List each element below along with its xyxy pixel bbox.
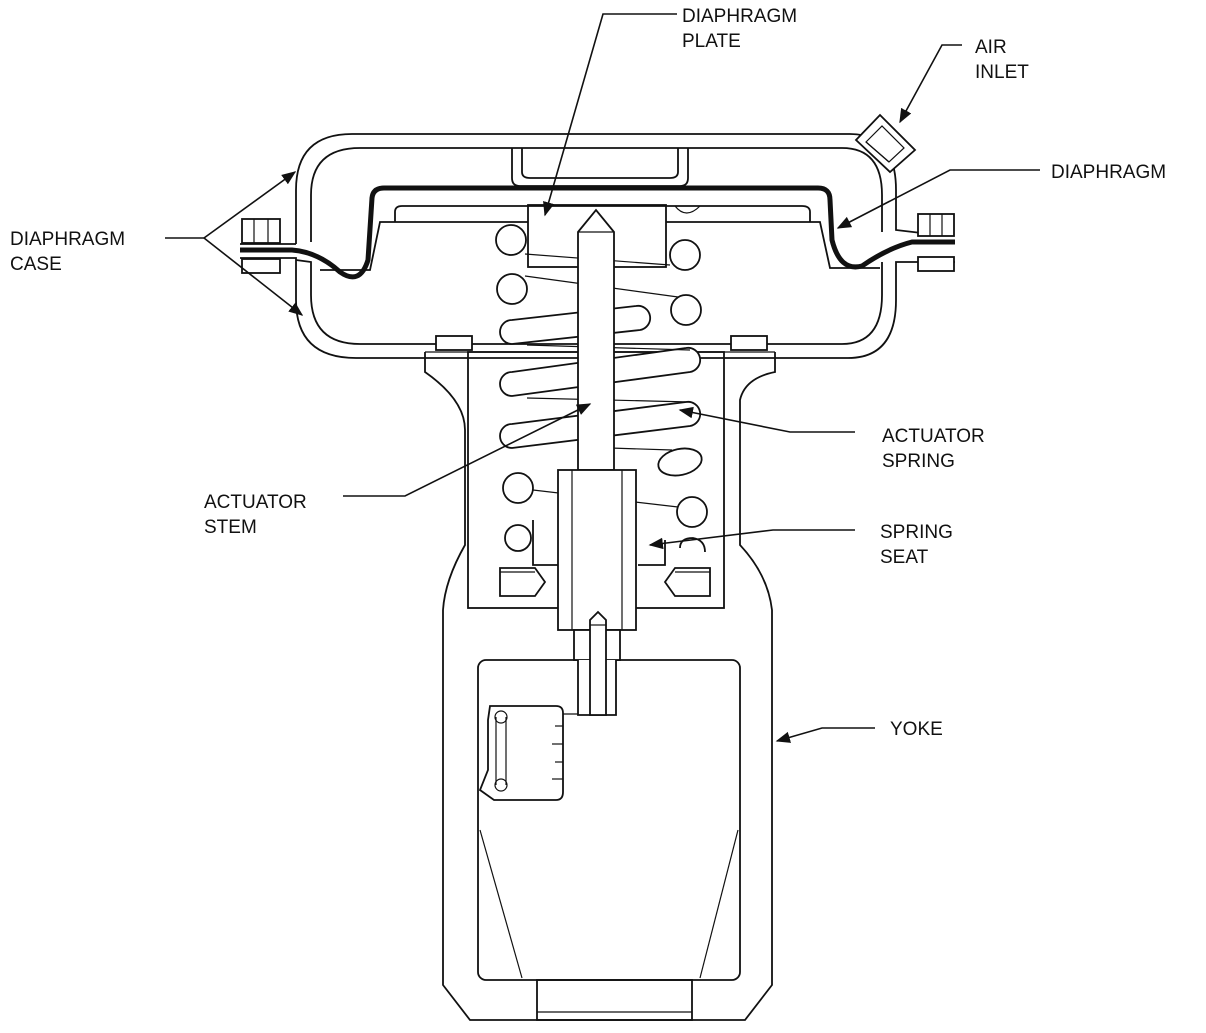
diaphragm-case	[240, 133, 955, 359]
label-actuator-stem-1: ACTUATOR	[204, 492, 307, 513]
label-diaphragm-plate-1: DIAPHRAGM	[682, 6, 797, 27]
label-air-inlet-1: AIR	[975, 37, 1007, 58]
air-inlet-fitting	[854, 113, 917, 174]
label-diaphragm-case-1: DIAPHRAGM	[10, 229, 125, 250]
label-actuator-spring-2: SPRING	[882, 451, 955, 472]
label-actuator-spring-1: ACTUATOR	[882, 426, 985, 447]
label-spring-seat-1: SPRING	[880, 522, 953, 543]
leader-lines	[165, 13, 1040, 743]
diaphragm	[240, 185, 955, 280]
label-diaphragm: DIAPHRAGM	[1051, 162, 1166, 183]
label-air-inlet-2: INLET	[975, 62, 1029, 83]
label-diaphragm-plate-2: PLATE	[682, 31, 741, 52]
spring-seat	[499, 520, 711, 597]
label-yoke: YOKE	[890, 719, 943, 740]
labels: DIAPHRAGM PLATE AIR INLET DIAPHRAGM DIAP…	[10, 6, 1166, 740]
label-diaphragm-case-2: CASE	[10, 254, 62, 275]
label-actuator-stem-2: STEM	[204, 517, 257, 538]
travel-indicator	[478, 705, 598, 801]
actuator-stem	[557, 208, 637, 716]
label-spring-seat-2: SEAT	[880, 547, 929, 568]
